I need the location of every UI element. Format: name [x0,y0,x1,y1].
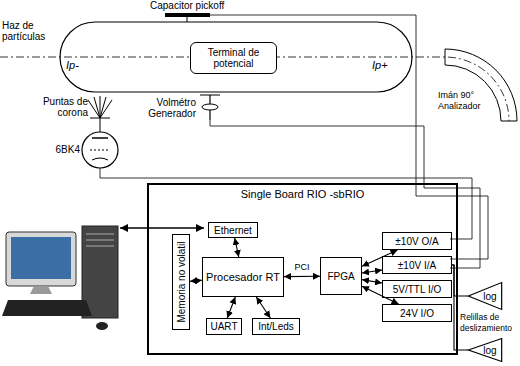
node-text: ±10V O/A [395,236,438,247]
drive-bays [86,234,114,246]
generating-voltmeter [200,95,220,120]
tube-plate [92,137,108,139]
computer [2,226,118,330]
node-text: Ethernet [214,225,252,236]
node-text: Int/Leds [258,321,294,332]
part-label: Capacitor pickoff [150,0,242,11]
node-text: 5V/TTL I/O [393,284,442,295]
tube-cathode [92,158,108,160]
memory-box: Memoria no volatil [172,234,190,330]
pickoff-plate [165,13,210,17]
connector [284,276,320,277]
connector [256,297,270,318]
beam-label: Haz de partículas [2,20,58,42]
triode-tube [82,132,118,168]
uart-box: UART [206,318,242,335]
pickoff-stem [187,17,188,22]
keyboard [2,300,92,316]
connector [362,250,397,266]
io-box: ±10V O/A [382,232,452,250]
node-text: UART [210,321,237,332]
amplifier-triangle [468,283,501,310]
connector [227,297,235,318]
log-amplifier: log [468,282,502,310]
monitor [6,232,76,286]
amplifier-triangle [468,338,501,361]
magnet-label: Imán 90° Analizador [438,90,490,112]
current-label: Ip- [66,60,90,71]
mouse [96,322,108,330]
current-label: Ip+ [372,60,396,71]
node-text: ±10V I/A [398,260,436,271]
node-text: log [473,291,496,302]
io-box: 24V I/O [382,304,452,322]
leds-box: Int/Leds [252,318,300,335]
fpga-box: FPGA [320,257,362,295]
part-label: Volmétro Generador [126,97,196,119]
io-box: ±10V I/A [382,256,452,274]
bus-label: PCI [293,262,310,272]
terminal-box: Terminal de potencial [190,42,277,74]
connector [362,280,382,283]
monitor-stand [30,286,52,294]
connector [190,280,202,282]
part-label: Relillas de deslizamiento [460,312,519,334]
tube-envelope [82,132,118,168]
voltmeter-plate [200,95,220,120]
node-text: log [473,345,496,356]
voltmeter-rotor [202,104,218,110]
node-text: FPGA [327,271,354,282]
node-text: 24V I/O [400,308,434,319]
connector [452,265,468,350]
node-text: Procesador RT [206,272,280,283]
tube-label: 6BK4 [44,144,80,155]
processor-box: Procesador RT [202,257,284,297]
connector [235,238,239,257]
monitor-screen [11,237,71,279]
io-box: 5V/TTL I/O [382,280,452,298]
node-text: Single Board RIO -sbRIO [149,188,456,200]
network-link [120,227,204,229]
tube-grid [90,150,110,151]
signal-wire [100,168,472,239]
log-amplifier: log [468,338,502,362]
node-text: Memoria no volatil [176,241,187,322]
connector [362,270,382,273]
corona-points [88,96,112,132]
part-label: Puntas de corona [30,96,88,118]
ethernet-port: Ethernet [208,222,258,238]
node-text: Terminal de potencial [191,47,276,69]
